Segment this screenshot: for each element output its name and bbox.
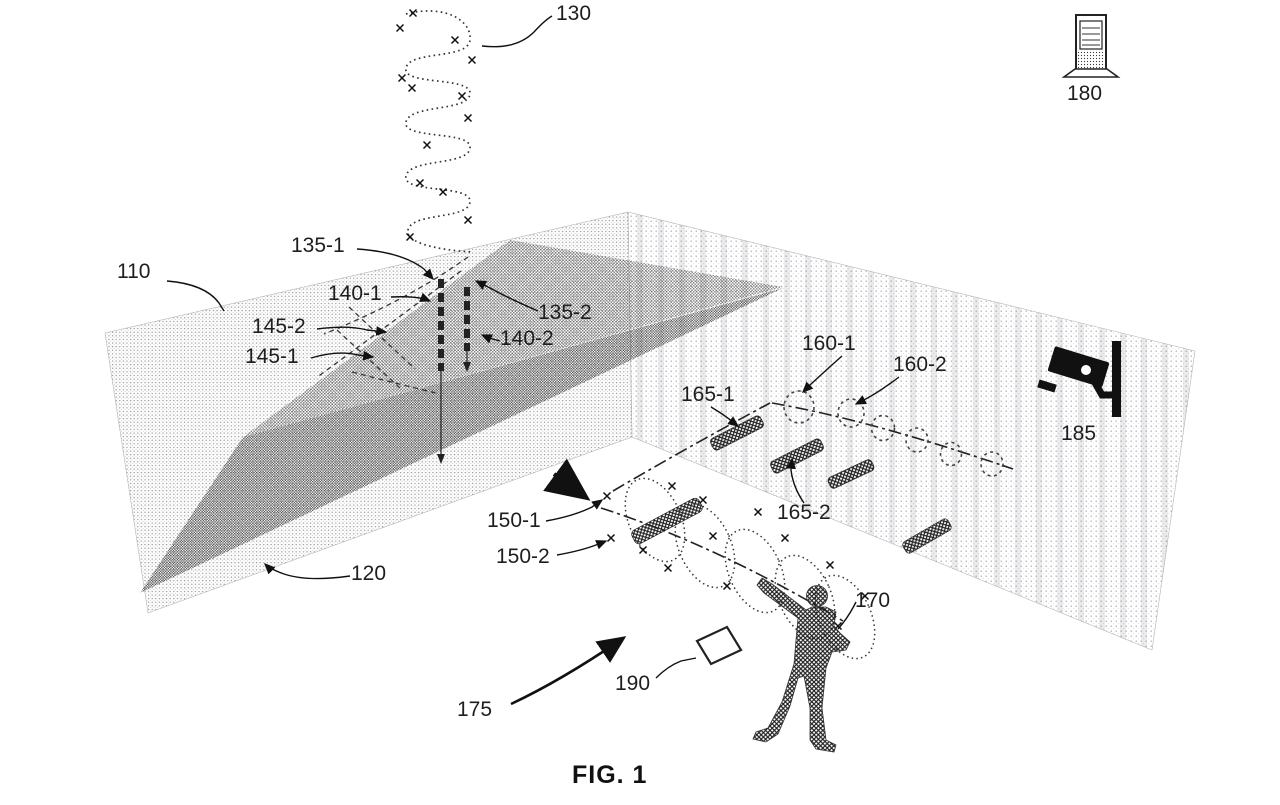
label-190: 190 [615, 672, 651, 695]
direction-arrow-175 [510, 636, 627, 706]
label-135-1: 135-1 [291, 234, 345, 257]
label-160-1: 160-1 [802, 332, 856, 355]
spiral-130-markers [395, 8, 477, 242]
impact-arrow [543, 458, 591, 501]
security-camera-icon [1037, 341, 1121, 417]
person-silhouette-icon [752, 577, 851, 753]
label-120: 120 [351, 562, 387, 585]
label-175: 175 [457, 698, 493, 721]
label-140-2: 140-2 [500, 327, 554, 350]
handheld-device-shape [695, 625, 743, 666]
label-160-2: 160-2 [893, 353, 947, 376]
label-110: 110 [117, 260, 151, 283]
reflection-circles [783, 390, 1004, 477]
label-165-1: 165-1 [681, 383, 735, 406]
label-150-2: 150-2 [496, 545, 550, 568]
vertical-spiral-130 [395, 8, 477, 253]
label-130: 130 [556, 2, 592, 25]
label-170: 170 [855, 589, 891, 612]
barrier-wedge-top-face [243, 240, 783, 437]
right-wall-stripes [628, 212, 1195, 650]
figure-caption: FIG. 1 [572, 761, 648, 789]
label-135-2: 135-2 [538, 301, 592, 324]
label-140-1: 140-1 [328, 282, 382, 305]
scatter-bars [631, 415, 952, 554]
server-tower-icon [1061, 14, 1121, 78]
label-150-1: 150-1 [487, 509, 541, 532]
label-185: 185 [1061, 422, 1097, 445]
label-145-1: 145-1 [245, 345, 299, 368]
leader-lines [166, 15, 900, 679]
wall-wave-arcs [315, 256, 469, 394]
beam-axis-lines [600, 402, 1014, 622]
barrier-wedge-front-face [140, 288, 783, 593]
label-180: 180 [1067, 82, 1103, 105]
label-165-2: 165-2 [777, 501, 831, 524]
wall-impact-beams [437, 279, 471, 464]
label-145-2: 145-2 [252, 315, 306, 338]
